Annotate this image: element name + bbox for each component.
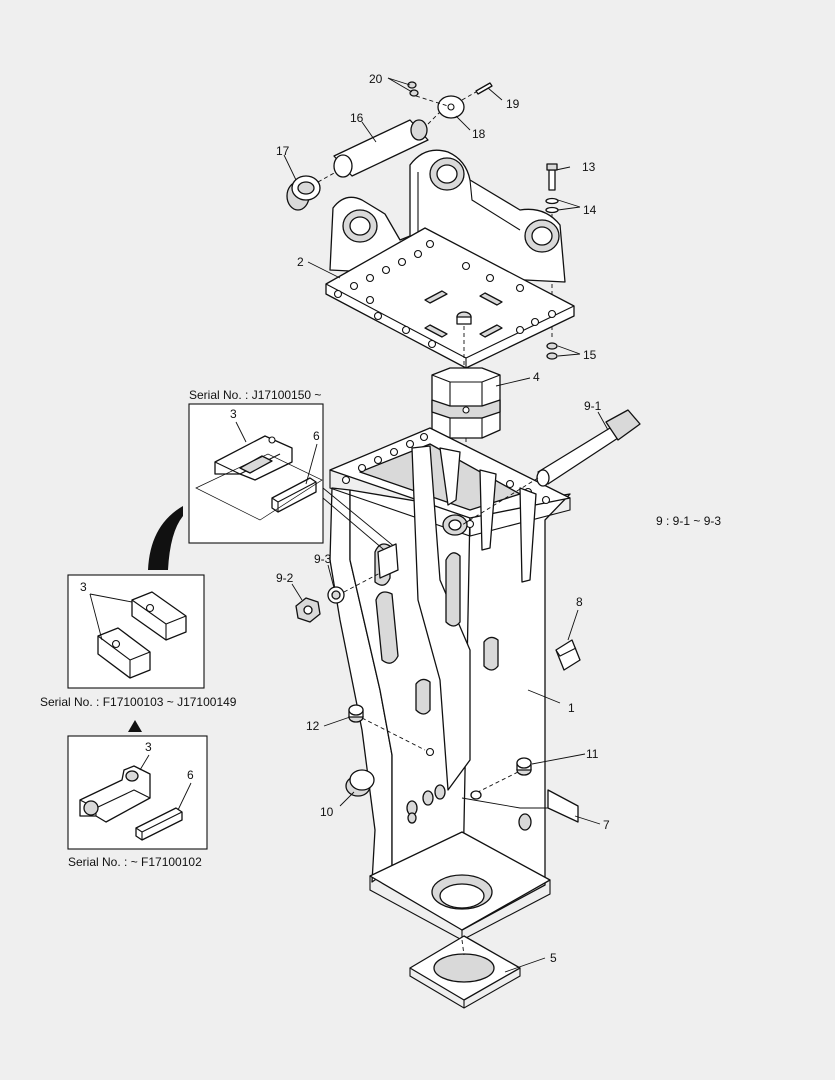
part-17-bushing — [286, 175, 321, 211]
inset-middle-parts — [97, 591, 187, 679]
callout-9-1: 9-1 — [584, 399, 602, 413]
part-2-top-bracket — [325, 149, 575, 369]
part-16-pin — [333, 119, 429, 178]
part-10-plug — [345, 769, 375, 797]
inset-middle-caption: Serial No. : F17100103 ~ J17100149 — [40, 695, 237, 709]
inset-top-caption: Serial No. : J17100150 ~ — [189, 388, 321, 402]
inset-pointer-triangle — [128, 720, 142, 732]
callout-2: 2 — [297, 255, 304, 269]
part-7-plate — [547, 789, 579, 823]
part-5-bottom-plate — [409, 935, 521, 1009]
callout-15: 15 — [583, 348, 597, 362]
callout-18: 18 — [472, 127, 486, 141]
callout-17: 17 — [276, 144, 290, 158]
part-1-main-frame — [329, 427, 571, 941]
callout-9-2: 9-2 — [276, 571, 294, 585]
callout-16: 16 — [350, 111, 364, 125]
inset-transition-arrow — [148, 506, 183, 570]
callout-8: 8 — [576, 595, 583, 609]
callout-13: 13 — [582, 160, 596, 174]
part-15-nuts — [546, 342, 558, 360]
callout-leaders — [283, 77, 609, 973]
part-4-spacer — [431, 367, 501, 439]
part-8-plate — [555, 639, 581, 671]
callout-5: 5 — [550, 951, 557, 965]
callout-10: 10 — [320, 805, 334, 819]
inset-bottom-caption: Serial No. : ~ F17100102 — [68, 855, 202, 869]
part-19-bolt — [461, 82, 493, 101]
part-plug-lower — [518, 813, 532, 831]
inset-bottom-label-6: 6 — [187, 768, 194, 782]
part-9-1-bolt — [536, 409, 641, 487]
callout-19: 19 — [506, 97, 520, 111]
callout-11: 11 — [586, 747, 599, 761]
part-9-2-nut — [295, 597, 321, 623]
callout-4: 4 — [533, 370, 540, 384]
part-14-washers — [545, 197, 559, 214]
inset-bottom-label-3: 3 — [145, 740, 152, 754]
inset-middle-label-3: 3 — [80, 580, 87, 594]
inset-bottom-parts — [79, 765, 183, 841]
inset-top-label-6: 6 — [313, 429, 320, 443]
callout-9-3: 9-3 — [314, 552, 332, 566]
inset-top-parts — [195, 435, 323, 521]
part-9-note: 9 : 9-1 ~ 9-3 — [656, 514, 721, 528]
part-18-washer — [437, 95, 465, 119]
callout-1: 1 — [568, 701, 575, 715]
inset-top-label-3: 3 — [230, 407, 237, 421]
part-12-plug — [348, 704, 364, 723]
part-13-bolt — [546, 163, 558, 191]
callout-7: 7 — [603, 818, 610, 832]
callout-12: 12 — [306, 719, 320, 733]
callout-20: 20 — [369, 72, 383, 86]
callout-14: 14 — [583, 203, 597, 217]
part-11-plug — [516, 757, 532, 776]
part-9-3-washer — [327, 586, 345, 604]
